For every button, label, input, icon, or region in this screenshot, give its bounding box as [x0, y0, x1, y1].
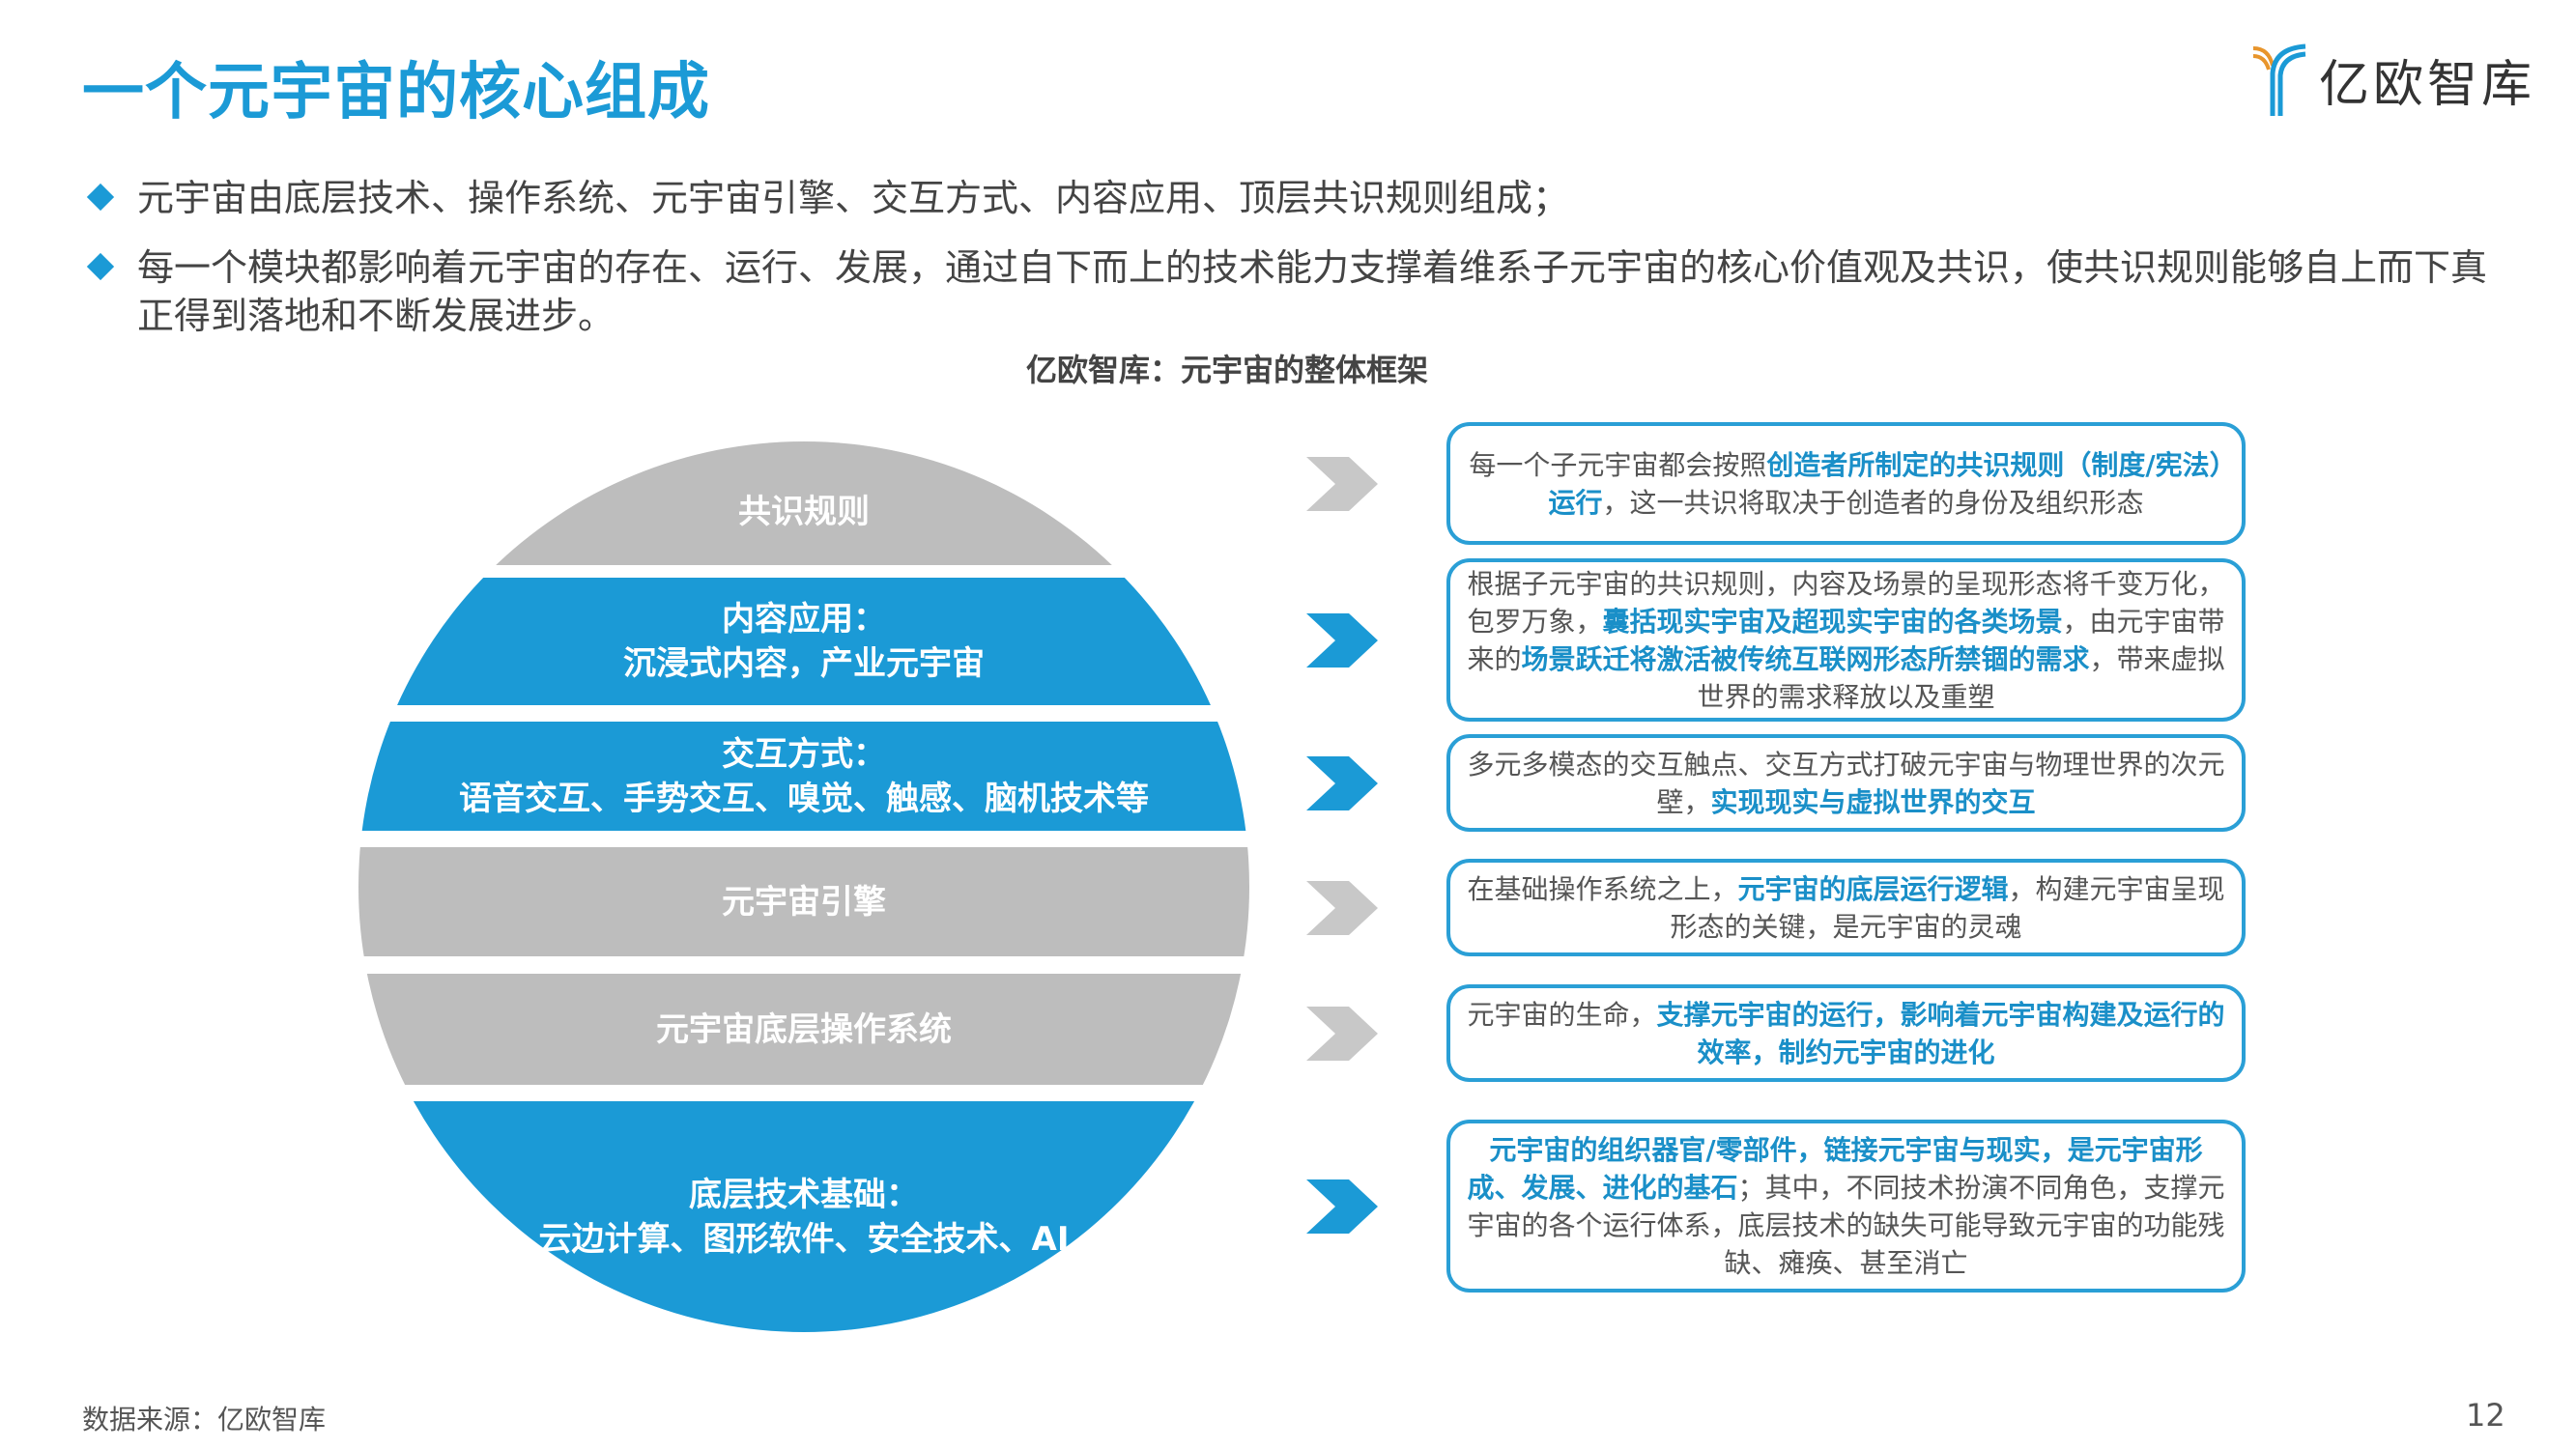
description-text: ；其中，不同技术扮演不同角色，支撑元宇宙的各个运行体系，底层技术的缺失可能导致元… [1467, 1171, 2225, 1279]
chevron-right-icon [1306, 755, 1378, 810]
highlight-text: 囊括现实宇宙及超现实宇宙的各类场景 [1602, 605, 2063, 638]
description-box-content-apps: 根据子元宇宙的共识规则，内容及场景的呈现形态将千变万化，包罗万象，囊括现实宇宙及… [1446, 558, 2246, 722]
layer-label-engine: 元宇宙引擎 [369, 880, 1239, 924]
layer-title: 元宇宙底层操作系统 [656, 1009, 952, 1049]
layer-title: 内容应用： [722, 600, 886, 639]
layer-subtitle: 沉浸式内容，产业元宇宙 [623, 644, 985, 683]
highlight-text: 支撑元宇宙的运行，影响着元宇宙构建及运行的效率，制约元宇宙的进化 [1656, 998, 2225, 1068]
description-text: ，构建元宇宙呈现形态的关键，是元宇宙的灵魂 [1670, 872, 2225, 943]
layer-title: 共识规则 [738, 493, 870, 531]
layer-label-content-apps: 内容应用： 沉浸式内容，产业元宇宙 [369, 597, 1239, 686]
bullet-text: 元宇宙由底层技术、操作系统、元宇宙引擎、交互方式、内容应用、顶层共识规则组成； [137, 177, 1570, 219]
bullet-item: 元宇宙由底层技术、操作系统、元宇宙引擎、交互方式、内容应用、顶层共识规则组成； [85, 174, 1569, 222]
description-text: 元宇宙的生命， [1467, 998, 1657, 1031]
highlight-text: 创造者所制定的共识规则（制度/宪法）运行 [1548, 448, 2223, 519]
logo-icon [2252, 43, 2306, 116]
description-box-os: 元宇宙的生命，支撑元宇宙的运行，影响着元宇宙构建及运行的效率，制约元宇宙的进化 [1446, 984, 2246, 1082]
logo-text: 亿欧智库 [2319, 55, 2536, 114]
layer-label-os: 元宇宙底层操作系统 [369, 1008, 1239, 1052]
chevron-right-icon [1306, 1006, 1378, 1061]
page-title: 一个元宇宙的核心组成 [82, 57, 710, 128]
data-source: 数据来源：亿欧智库 [82, 1404, 327, 1435]
description-text: 多元多模态的交互触点、交互方式打破元宇宙与物理世界的次元壁， [1467, 748, 2225, 818]
layer-band-interaction [358, 722, 1249, 831]
layer-label-interaction: 交互方式： 语音交互、手势交互、嗅觉、触感、脑机技术等 [369, 732, 1239, 821]
description-text: ，这一共识将取决于创造者的身份及组织形态 [1602, 486, 2144, 519]
layer-band-engine [358, 847, 1249, 956]
description-text: 在基础操作系统之上， [1467, 872, 1738, 905]
highlight-text: 实现现实与虚拟世界的交互 [1710, 785, 2036, 818]
logo: 亿欧智库 [2251, 39, 2535, 120]
highlight-text: 场景跃迁将激活被传统互联网形态所禁锢的需求 [1521, 642, 2090, 675]
layer-label-consensus-rules: 共识规则 [369, 490, 1239, 534]
description-text: 每一个子元宇宙都会按照 [1469, 448, 1767, 481]
highlight-text: 元宇宙的底层运行逻辑 [1737, 872, 2009, 905]
layer-title: 交互方式： [722, 734, 886, 774]
bullet-item: 每一个模块都影响着元宇宙的存在、运行、发展，通过自下而上的技术能力支撑着维系子元… [85, 243, 2491, 340]
layer-subtitle: 语音交互、手势交互、嗅觉、触感、脑机技术等 [459, 779, 1149, 818]
description-box-consensus-rules: 每一个子元宇宙都会按照创造者所制定的共识规则（制度/宪法）运行，这一共识将取决于… [1446, 422, 2246, 545]
chevron-right-icon [1306, 880, 1378, 935]
page-number: 12 [2466, 1397, 2505, 1434]
chevron-right-icon [1306, 1179, 1378, 1234]
layer-title: 元宇宙引擎 [722, 882, 886, 922]
chevron-right-icon [1306, 612, 1378, 668]
layer-title: 底层技术基础： [689, 1176, 919, 1214]
layer-subtitle: 云边计算、图形软件、安全技术、AI [538, 1220, 1070, 1259]
description-box-infrastructure: 元宇宙的组织器官/零部件，链接元宇宙与现实，是元宇宙形成、发展、进化的基石；其中… [1446, 1120, 2246, 1293]
bullet-text: 每一个模块都影响着元宇宙的存在、运行、发展，通过自下而上的技术能力支撑着维系子元… [137, 246, 2488, 337]
layer-band-content-apps [358, 578, 1249, 705]
layer-label-infrastructure: 底层技术基础： 云边计算、图形软件、安全技术、AI [369, 1173, 1239, 1262]
layer-band-os [358, 974, 1249, 1085]
description-text: ，由元宇宙带来的 [1467, 605, 2225, 675]
description-text: 根据子元宇宙的共识规则，内容及场景的呈现形态将千变万化，包罗万象， [1467, 567, 2225, 638]
highlight-text: 元宇宙的组织器官/零部件，链接元宇宙与现实，是元宇宙形成、发展、进化的基石 [1467, 1133, 2203, 1204]
description-box-engine: 在基础操作系统之上，元宇宙的底层运行逻辑，构建元宇宙呈现形态的关键，是元宇宙的灵… [1446, 859, 2246, 956]
description-text: ，带来虚拟世界的需求释放以及重塑 [1697, 642, 2225, 713]
description-box-interaction: 多元多模态的交互触点、交互方式打破元宇宙与物理世界的次元壁，实现现实与虚拟世界的… [1446, 734, 2246, 832]
chevron-right-icon [1306, 456, 1378, 511]
diagram-title: 亿欧智库：元宇宙的整体框架 [1025, 352, 1428, 388]
